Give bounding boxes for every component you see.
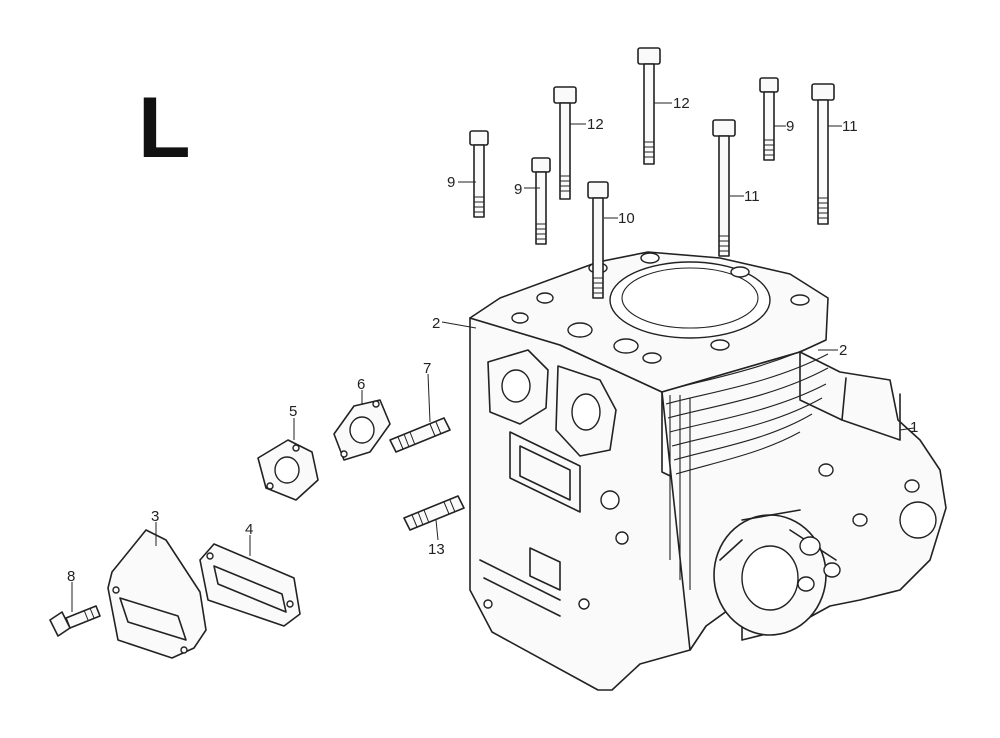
bolt-9-right [759,77,779,161]
bolt-9-left [469,130,489,218]
callout-1: 1 [910,419,918,436]
leader-lines [71,102,915,612]
callout-5: 5 [289,403,297,420]
bolt-11-middle [712,119,736,257]
insulator-5 [257,439,319,501]
bolt-12-right [637,47,661,165]
callout-9-left: 9 [447,174,455,191]
gasket-6 [333,399,391,461]
callout-8: 8 [67,568,75,585]
callout-10: 10 [618,210,635,227]
callout-2-right: 2 [839,342,847,359]
section-letter: L [138,80,191,176]
callout-3: 3 [151,508,159,525]
bolt-10 [587,181,609,299]
callout-13: 13 [428,541,445,558]
bolt-9-middle [531,157,551,245]
stud-13 [403,495,465,531]
callout-11-middle: 11 [744,188,760,205]
callout-2-left: 2 [432,315,440,332]
callout-4: 4 [245,521,253,538]
callout-9-middle: 9 [514,181,522,198]
stud-7 [389,417,451,453]
bolt-11-right [811,83,835,225]
callout-11-right: 11 [842,118,858,135]
callout-6: 6 [357,376,365,393]
cylinder-block-drawing [469,251,947,691]
callout-12-right: 12 [673,95,690,112]
callout-12-left: 12 [587,116,604,133]
gasket-4 [199,543,301,627]
callout-7: 7 [423,360,431,377]
cover-3 [107,529,207,659]
bolt-12-left [553,86,577,200]
callout-9-right: 9 [786,118,794,135]
bolt-8 [49,605,101,637]
